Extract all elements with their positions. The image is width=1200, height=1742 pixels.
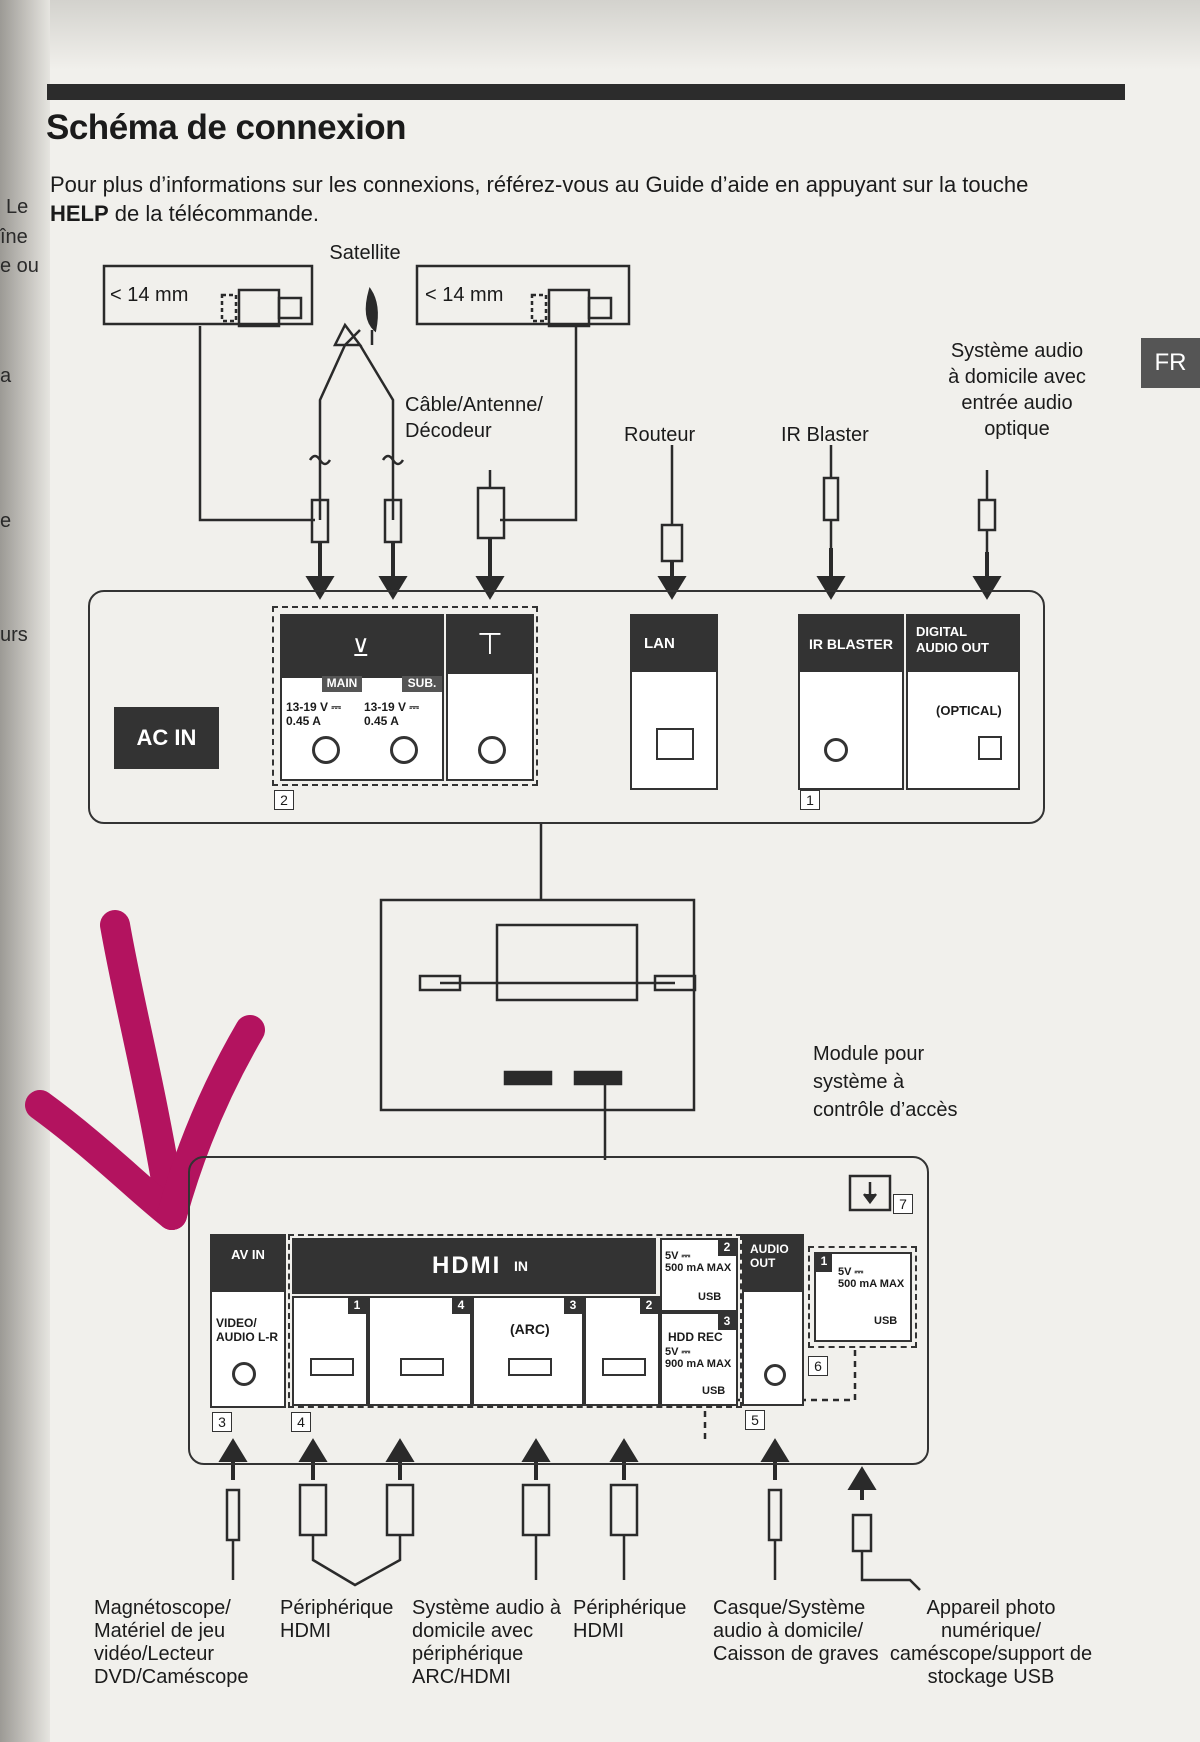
audio-system-label: Système audio à domicile avec entrée aud… (948, 340, 1086, 440)
hdmi-device-label-2: Périphérique HDMI (573, 1597, 687, 1642)
badge-4: 4 (291, 1412, 311, 1432)
hdmi-port-1[interactable]: 1 (292, 1296, 368, 1406)
satellite-icon: ⊻ (352, 635, 370, 662)
ir-blaster-block: IR BLASTER (798, 614, 904, 790)
usb1-spec: 5V ⎓ 500 mA MAX (838, 1266, 905, 1290)
usb2-spec: 5V ⎓ 500 mA MAX (665, 1250, 732, 1274)
audio-out-block: AUDIO OUT (742, 1234, 804, 1406)
arc-audio-system-label: Système audio à domicile avec périphériq… (412, 1597, 561, 1688)
tv-top-connector-panel (88, 590, 1045, 824)
header-rule (47, 84, 1125, 100)
usb3-label: USB (702, 1385, 726, 1397)
page-title: Schéma de connexion (46, 108, 407, 147)
antenna-icon: ⊤ (448, 616, 532, 674)
language-tab[interactable]: FR (1141, 338, 1200, 388)
optical-port[interactable] (978, 736, 1002, 760)
lan-label: LAN (632, 616, 716, 672)
module-label: Module pour système à contrôle d’accès (813, 1043, 958, 1121)
audio-out-label: AUDIO OUT (744, 1236, 802, 1292)
hdmi-2-num: 2 (640, 1298, 658, 1314)
audio-out-port[interactable] (764, 1364, 786, 1386)
power-sub: 13-19 V ⎓ 0.45 A (364, 700, 419, 728)
antenna-port-block: ⊤ (446, 614, 534, 781)
intro-line-1: Pour plus d’informations sur les connexi… (50, 172, 1029, 197)
usb1-group (808, 1246, 917, 1348)
edge-text: Le (6, 196, 29, 218)
hdmi-in-label: IN (514, 1258, 528, 1274)
hdd-spec: 5V ⎓ 900 mA MAX (665, 1346, 732, 1370)
sat-main-port[interactable] (312, 736, 340, 764)
usb2-block[interactable]: 2 5V ⎓ 500 mA MAX USB (660, 1238, 738, 1312)
hdmi-1-num: 1 (348, 1298, 366, 1314)
cable-size-right: < 14 mm (425, 284, 504, 306)
av-in-port[interactable] (232, 1362, 256, 1386)
cable-size-left: < 14 mm (110, 284, 189, 306)
hdmi-port-2[interactable]: 2 (584, 1296, 660, 1406)
hdmi-4-num: 4 (452, 1298, 470, 1314)
badge-2: 2 (274, 790, 294, 810)
headphone-label: Casque/Système audio à domicile/ Caisson… (713, 1597, 879, 1665)
video-audio-label: VIDEO/ AUDIO L-R (216, 1316, 278, 1344)
hdd-rec-label: HDD REC (668, 1330, 723, 1344)
vcr-game-dvd-label: Magnétoscope/ Matériel de jeu vidéo/Lect… (94, 1597, 249, 1688)
hdmi-header: HDMI IN (292, 1238, 656, 1294)
intro-line-2: de la télécommande. (108, 201, 320, 226)
router-label: Routeur (624, 424, 696, 446)
digital-audio-out-label: DIGITAL AUDIO OUT (908, 616, 1018, 672)
usb2-label: USB (698, 1291, 722, 1303)
power-main: 13-19 V ⎓ 0.45 A (286, 700, 341, 728)
usb1-label: USB (874, 1315, 898, 1327)
satellite-label: Satellite (329, 242, 401, 264)
digital-audio-out-block: DIGITAL AUDIO OUT (OPTICAL) (906, 614, 1020, 790)
binding-shadow (0, 0, 50, 1742)
hdmi-3-num: 3 (564, 1298, 582, 1314)
edge-text: urs (0, 624, 28, 646)
usb-device-label: Appareil photo numérique/ caméscope/supp… (889, 1597, 1093, 1688)
intro-text: Pour plus d’informations sur les connexi… (50, 170, 1130, 228)
badge-3: 3 (212, 1412, 232, 1432)
badge-5: 5 (745, 1410, 765, 1430)
hdmi-group (288, 1234, 742, 1408)
satellite-port-block: ⊻ MAIN SUB. 13-19 V ⎓ 0.45 A 13-19 V ⎓ 0… (280, 614, 444, 781)
av-in-block: AV IN VIDEO/ AUDIO L-R (210, 1234, 286, 1408)
ir-blaster-port[interactable] (824, 738, 848, 762)
usb3-num: 3 (718, 1314, 736, 1330)
hdmi-port-4[interactable]: 4 (368, 1296, 472, 1406)
ir-blaster-port-label: IR BLASTER (800, 616, 902, 672)
tv-side-connector-panel (188, 1156, 929, 1465)
ac-in-label: AC IN (114, 707, 219, 769)
help-key: HELP (50, 201, 109, 226)
hdmi-port-3-arc[interactable]: 3 (ARC) (472, 1296, 584, 1406)
edge-text: e ou (0, 255, 39, 277)
antenna-port[interactable] (478, 736, 506, 764)
sub-label: SUB. (402, 676, 442, 692)
arc-label: (ARC) (510, 1321, 550, 1337)
lan-port[interactable] (656, 728, 694, 760)
badge-1: 1 (800, 790, 820, 810)
page-shadow (0, 0, 1200, 70)
antenna-group (272, 606, 538, 786)
hdmi-device-label-1: Périphérique HDMI (280, 1597, 394, 1642)
optical-label: (OPTICAL) (936, 703, 1002, 718)
usb1-num: 1 (816, 1254, 832, 1272)
sat-sub-port[interactable] (390, 736, 418, 764)
edge-text: a (0, 365, 12, 387)
edge-text: îne (0, 226, 28, 248)
usb1-block[interactable]: 1 5V ⎓ 500 mA MAX USB (814, 1252, 912, 1342)
edge-text: e (0, 510, 12, 532)
badge-6: 6 (808, 1356, 828, 1376)
usb3-hdd-block[interactable]: 3 HDD REC 5V ⎓ 900 mA MAX USB (660, 1312, 738, 1406)
hdmi-logo: HDMI (432, 1252, 502, 1279)
ir-blaster-label: IR Blaster (781, 424, 869, 446)
main-label: MAIN (322, 676, 362, 692)
cable-label: Câble/Antenne/ Décodeur (405, 394, 543, 442)
usb2-num: 2 (718, 1240, 736, 1256)
av-in-label: AV IN (212, 1236, 284, 1292)
lan-port-block: LAN (630, 614, 718, 790)
badge-7: 7 (893, 1194, 913, 1214)
